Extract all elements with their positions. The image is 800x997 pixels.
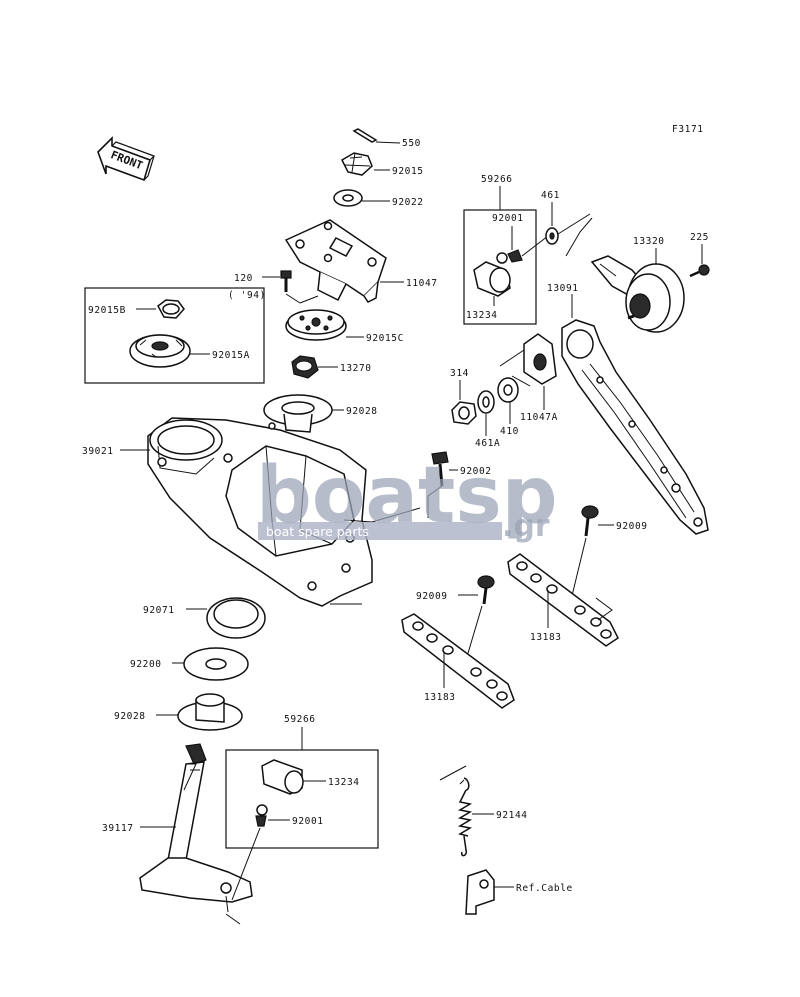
label-11047A: 11047A: [520, 412, 558, 423]
kit-box-59266-upper: [463, 209, 537, 325]
mount-92015A: [129, 334, 210, 368]
label-92015B: 92015B: [88, 305, 126, 316]
label-13270: 13270: [340, 363, 372, 374]
spring-92144: [439, 765, 494, 857]
label-92015A: 92015A: [212, 350, 250, 361]
label-550: 550: [402, 138, 421, 149]
watermark-tagline: boat spare parts: [266, 524, 369, 539]
label-92001-lower: 92001: [292, 816, 324, 827]
nut-92015B: [136, 299, 185, 319]
label-92071: 92071: [143, 605, 175, 616]
socket-13234-lower: [261, 759, 326, 795]
label-ref-cable: Ref.Cable: [516, 883, 573, 894]
label-314: 314: [450, 368, 469, 379]
collar-13270: [291, 355, 338, 379]
label-120: 120: [234, 273, 253, 284]
label-59266-lower: 59266: [284, 714, 316, 725]
kit-box-59266-lower: [225, 749, 379, 849]
label-92028-upper: 92028: [346, 406, 378, 417]
label-13183-right: 13183: [530, 632, 562, 643]
front-arrow-icon: FRONT: [97, 136, 156, 182]
label-11047: 11047: [406, 278, 438, 289]
label-92144: 92144: [496, 810, 528, 821]
castle-nut-92015: [341, 152, 390, 176]
bolt-92009-left: [458, 575, 495, 661]
link-13183-right: [507, 553, 619, 647]
ball-stud-92001-upper: [496, 226, 549, 264]
diagram-code: F3171: [672, 124, 704, 135]
bolt-92002: [427, 451, 458, 518]
watermark-logo: boatsp .gr boat spare parts: [256, 451, 558, 544]
label-92015C: 92015C: [366, 333, 404, 344]
lockwasher-461A: [477, 390, 495, 436]
bolt-92009-right: [569, 505, 614, 605]
hub-13320: [590, 248, 685, 333]
bushing-92028-lower: [156, 693, 243, 731]
label-92022: 92022: [392, 197, 424, 208]
bolt-120: [262, 270, 319, 304]
washer-461: [545, 202, 593, 257]
kit-box-1994: [84, 287, 265, 384]
label-225: 225: [690, 232, 709, 243]
label-13234-upper: 13234: [466, 310, 498, 321]
year-note: ( '94): [228, 290, 266, 301]
label-92002: 92002: [460, 466, 492, 477]
label-39117: 39117: [102, 823, 134, 834]
label-92001-upper: 92001: [492, 213, 524, 224]
bushing-92028-upper: [263, 394, 344, 433]
cable-bracket: [465, 869, 514, 915]
label-13091: 13091: [547, 283, 579, 294]
socket-13234-upper: [473, 261, 511, 306]
nut-314: [451, 380, 477, 425]
link-13183-left: [401, 613, 515, 709]
washer-92200: [172, 647, 249, 681]
arm-13091: [561, 294, 709, 535]
watermark-suffix: .gr: [502, 509, 550, 544]
label-92028-lower: 92028: [114, 711, 146, 722]
label-13320: 13320: [633, 236, 665, 247]
seal-92071: [186, 597, 266, 639]
label-410: 410: [500, 426, 519, 437]
label-92009-right: 92009: [616, 521, 648, 532]
bracket-11047: [284, 219, 404, 303]
cotter-pin-550: [352, 128, 401, 144]
washer-410: [497, 377, 519, 424]
label-92200: 92200: [130, 659, 162, 670]
label-13234-lower: 13234: [328, 777, 360, 788]
screw-225: [689, 244, 710, 278]
label-92015: 92015: [392, 166, 424, 177]
label-461A: 461A: [475, 438, 500, 449]
plate-11047A: [499, 333, 557, 410]
shaft-39117: [139, 743, 253, 925]
label-13183-left: 13183: [424, 692, 456, 703]
ball-stud-92001-lower: [231, 804, 290, 901]
label-461: 461: [541, 190, 560, 201]
plate-92015C: [285, 309, 364, 341]
label-39021: 39021: [82, 446, 114, 457]
washer-92022: [333, 189, 390, 207]
label-92009-left: 92009: [416, 591, 448, 602]
label-59266-upper: 59266: [481, 174, 513, 185]
